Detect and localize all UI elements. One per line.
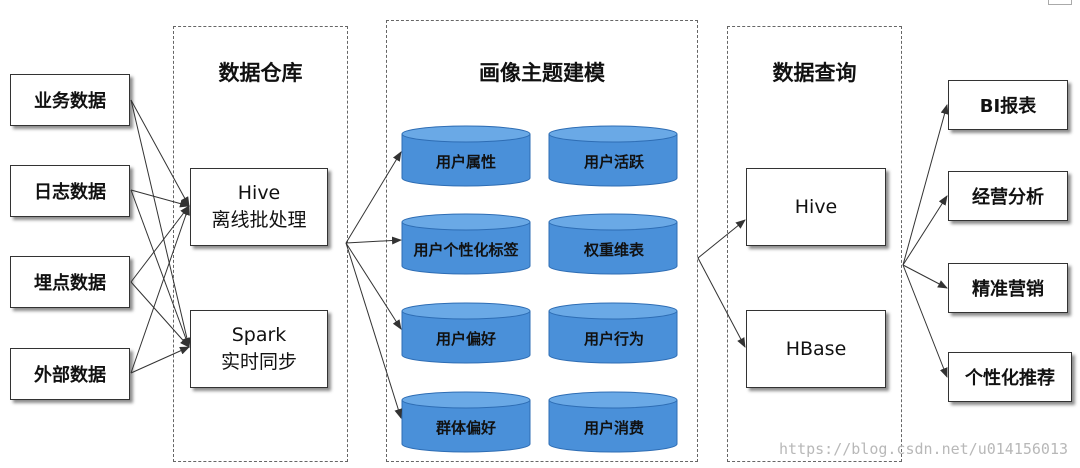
arrow-modeling-to-query-hive [697,219,746,259]
arrow-warehouse-to-cylinder-3 [345,242,403,419]
cylinder-label-weight-dimension: 权重维表 [583,240,644,259]
source-box-external: 外部数据 [10,348,130,400]
arrow-query-to-output-3 [902,264,948,378]
cylinder-body [548,134,678,187]
output-box-personalized-recommendation: 个性化推荐 [948,352,1072,402]
output-label: 个性化推荐 [965,368,1055,389]
arrow-layer [130,99,949,419]
source-label: 日志数据 [34,182,106,203]
cylinder-body [401,400,531,453]
watermark: https://blog.csdn.net/u014156013 [779,440,1068,458]
cylinder-body [548,311,678,364]
hive-batch-box: Hive 离线批处理 [190,168,328,246]
cylinder-top [548,213,678,231]
arrow-source-3-to-spark [130,346,190,374]
arrow-source-1-to-hive [130,189,190,208]
arrow-query-to-output-0 [902,104,949,266]
output-label: BI报表 [979,96,1037,117]
hive-label: Hive [237,182,281,204]
arrow-source-0-to-hive [130,99,190,207]
cylinder-right-1 [548,213,678,275]
cylinder-left-3 [401,391,531,453]
query-hive-box: Hive [746,168,886,246]
cylinder-body [548,400,678,453]
arrow-source-2-to-hive [130,205,190,283]
source-label: 业务数据 [34,91,106,112]
cylinder-top [401,302,531,320]
spark-label: Spark [231,324,287,346]
query-hbase-label: HBase [785,337,847,360]
source-label: 外部数据 [34,365,106,386]
cylinder-left-0 [401,125,531,187]
spark-realtime-box: Spark 实时同步 [190,310,328,388]
cylinder-top [548,391,678,409]
output-label: 精准营销 [972,279,1044,300]
output-box-precision-marketing: 精准营销 [948,263,1068,313]
source-label: 埋点数据 [34,273,106,294]
warehouse-panel: 数据仓库 [173,26,348,462]
cylinder-top [548,125,678,143]
arrow-query-to-output-1 [902,195,948,266]
cylinder-label-user-personal-tags: 用户个性化标签 [413,240,519,259]
warehouse-title: 数据仓库 [218,61,303,85]
query-hbase-box: HBase [746,310,886,388]
arrow-source-1-to-spark [130,189,190,348]
query-hive-label: Hive [794,195,838,218]
cylinder-body [548,222,678,275]
source-box-tracking: 埋点数据 [10,256,130,308]
cylinder-label-user-preference: 用户偏好 [435,329,496,348]
cylinder-layer [401,125,678,453]
output-label: 经营分析 [972,187,1044,208]
query-title: 数据查询 [772,61,857,85]
cylinder-right-0 [548,125,678,187]
cylinder-label-user-consumption: 用户消费 [583,418,644,437]
arrow-warehouse-to-cylinder-1 [345,236,402,245]
source-box-business: 业务数据 [10,74,130,126]
arrow-modeling-to-query-hbase [697,257,746,348]
cylinder-left-1 [401,213,531,275]
cylinder-top [548,302,678,320]
arrow-warehouse-to-cylinder-2 [345,242,402,330]
cylinder-body [401,222,531,275]
cylinder-label-group-preference: 群体偏好 [435,418,496,437]
arrow-query-to-output-2 [902,264,948,289]
source-box-log: 日志数据 [10,165,130,217]
arrow-source-3-to-hive [130,205,190,374]
cylinder-label-user-activity: 用户活跃 [583,152,644,171]
cylinder-label-user-attributes: 用户属性 [435,152,496,171]
cylinder-left-2 [401,302,531,364]
query-panel: 数据查询 [727,26,902,462]
arrow-source-2-to-spark [130,281,190,348]
output-box-bi-report: BI报表 [948,80,1068,130]
arrow-warehouse-to-cylinder-0 [345,151,402,244]
cylinder-label-user-behavior: 用户行为 [583,329,644,348]
cylinder-top [401,391,531,409]
output-box-business-analysis: 经营分析 [948,171,1068,221]
arrow-source-0-to-spark [130,99,191,348]
realtime-label: 实时同步 [220,351,297,373]
batch-label: 离线批处理 [211,209,307,231]
corner-mark [1048,0,1072,5]
cylinder-right-2 [548,302,678,364]
cylinder-top [401,125,531,143]
modeling-title: 画像主题建模 [479,61,605,85]
cylinder-right-3 [548,391,678,453]
cylinder-top [401,213,531,231]
cylinder-body [401,311,531,364]
cylinder-body [401,134,531,187]
